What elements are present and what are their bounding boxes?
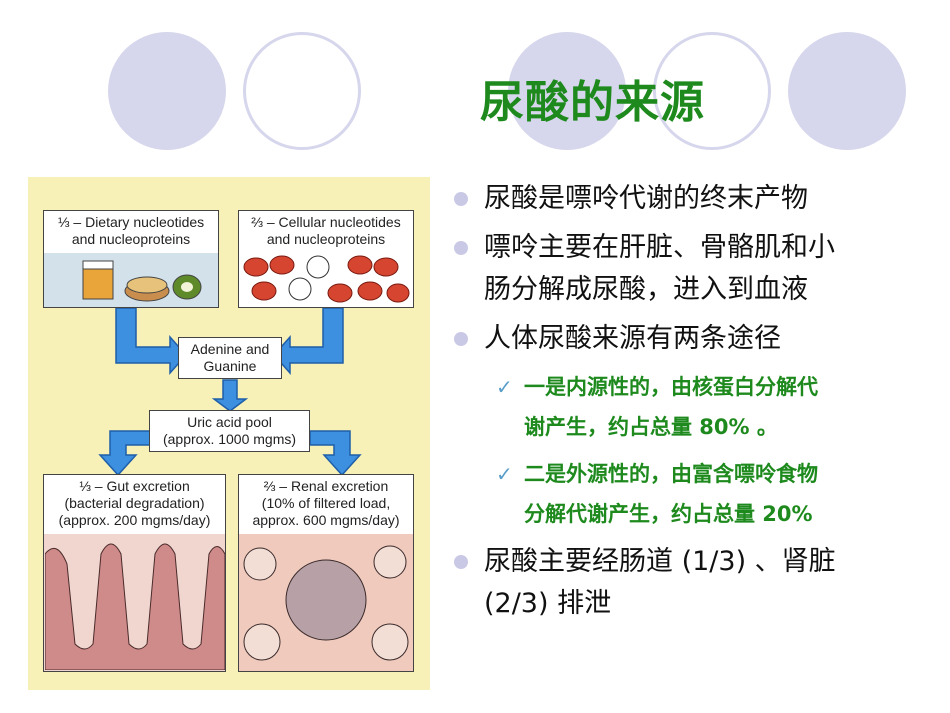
sub-bullet-item: ✓ 二是外源性的，由富含嘌呤食物 分解代谢产生，约占总量 20% <box>452 454 922 534</box>
arrow-dietary-to-bases <box>115 307 188 375</box>
arrow-bases-to-pool <box>211 379 249 412</box>
bullet-item: 尿酸是嘌呤代谢的终末产物 <box>452 178 922 220</box>
bullet-item: 嘌呤主要在肝脏、骨骼肌和小 肠分解成尿酸，进入到血液 <box>452 227 922 311</box>
decor-circle-4 <box>653 32 771 150</box>
cells-illustration <box>243 255 409 303</box>
bullet-icon <box>454 192 468 206</box>
arrow-pool-to-renal <box>309 430 362 477</box>
bullet-icon <box>454 555 468 569</box>
checkmark-icon: ✓ <box>496 462 513 486</box>
sub-bullet-item: ✓ 一是内源性的，由核蛋白分解代 谢产生，约占总量 80% 。 <box>452 367 922 447</box>
box-renal-excretion: ⅔ – Renal excretion(10% of filtered load… <box>238 474 414 672</box>
arrow-pool-to-gut <box>98 430 151 477</box>
diagram-arrows <box>98 307 362 477</box>
slide-title: 尿酸的来源 <box>480 77 705 128</box>
decor-circle-1 <box>108 32 226 150</box>
box-uric-acid-pool: Uric acid pool(approx. 1000 mgms) <box>149 410 310 452</box>
decor-circle-3 <box>508 32 626 150</box>
food-illustration <box>82 260 201 302</box>
arrow-cellular-to-bases <box>272 307 344 375</box>
gut-tissue-illustration <box>44 543 225 671</box>
decor-circle-2 <box>243 32 361 150</box>
bullet-item: 人体尿酸来源有两条途径 <box>452 318 922 360</box>
bullet-list: 尿酸是嘌呤代谢的终末产物 嘌呤主要在肝脏、骨骼肌和小 肠分解成尿酸，进入到血液 … <box>452 178 922 632</box>
bullet-icon <box>454 332 468 346</box>
box-gut-excretion: ⅓ – Gut excretion(bacterial degradation)… <box>43 474 226 672</box>
bullet-icon <box>454 241 468 255</box>
kidney-tissue-illustration <box>243 545 408 661</box>
checkmark-icon: ✓ <box>496 375 513 399</box>
bullet-item: 尿酸主要经肠道 (1/3) 、肾脏 (2/3) 排泄 <box>452 541 922 625</box>
decor-circle-5 <box>788 32 906 150</box>
